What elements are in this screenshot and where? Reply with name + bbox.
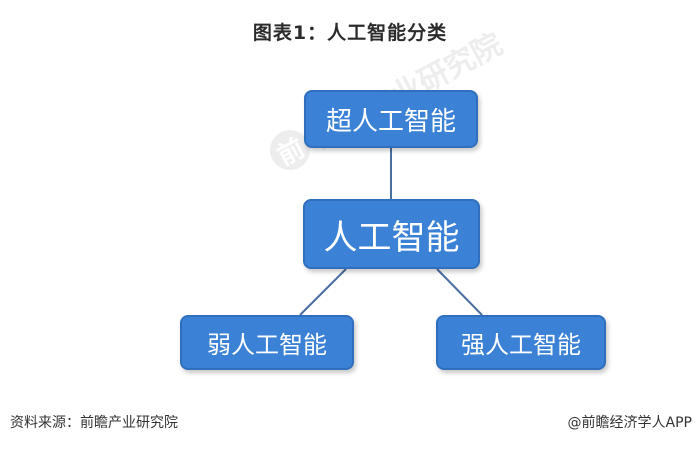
node-strong-ai-label: 强人工智能 [461,331,581,359]
node-strong-ai: 强人工智能 [436,315,606,370]
chart-title: 图表1：人工智能分类 [252,22,448,44]
credit-note: @前瞻经济学人APP [567,415,692,431]
node-weak-ai: 弱人工智能 [180,315,354,370]
source-note: 资料来源：前瞻产业研究院 [10,415,178,431]
node-super-ai-label: 超人工智能 [325,106,456,137]
connector-center-right [436,268,483,316]
connector-center-left [299,268,347,316]
node-super-ai: 超人工智能 [304,90,478,148]
node-ai-label: 人工智能 [323,217,460,258]
node-weak-ai-label: 弱人工智能 [207,331,327,359]
node-ai: 人工智能 [303,199,480,269]
